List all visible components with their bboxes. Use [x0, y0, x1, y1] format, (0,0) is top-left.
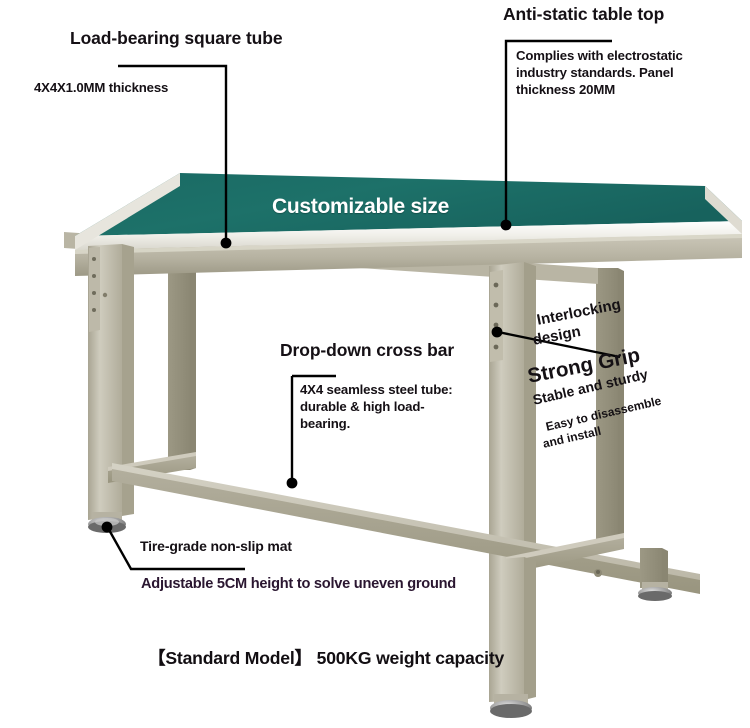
foot-front-right: [490, 694, 532, 718]
dot-interlocking: [491, 326, 503, 338]
callout-title-load-bearing: Load-bearing square tube: [70, 28, 283, 48]
leg-front-right: [489, 262, 536, 600]
leg-rear-right: [596, 268, 624, 548]
apron-front: [75, 234, 742, 276]
leader-load-bearing: [118, 64, 228, 243]
leg-front-right-lower: [489, 557, 536, 702]
callout-detail-load-bearing: 4X4X1.0MM thickness: [34, 80, 169, 95]
table-top-edge-front: [75, 221, 742, 250]
callout-detail-antistatic-line3: thickness 20MM: [516, 82, 616, 97]
callout-detail-adjustable: Adjustable 5CM height to solve uneven gr…: [141, 576, 456, 592]
leader-interlocking: [497, 330, 621, 359]
table-top: [75, 173, 742, 250]
callout-title-antistatic: Anti-static table top: [503, 4, 665, 24]
dot-mat: [101, 521, 113, 533]
leg-rear-left: [168, 243, 196, 470]
dot-antistatic: [500, 219, 512, 231]
leader-antistatic: [504, 39, 612, 225]
leader-crossbar: [290, 374, 336, 483]
table-top-edge-left: [75, 173, 180, 250]
leader-mat: [106, 527, 245, 571]
callout-detail-antistatic-line2: industry standards. Panel: [516, 65, 674, 80]
leg-front-left: [88, 244, 134, 520]
leg-rear-right-lower: [640, 548, 668, 588]
dot-load-bearing: [220, 237, 232, 249]
leg-bracket-left: [89, 247, 100, 332]
callout-detail-crossbar-line2: durable & high load-: [300, 399, 425, 414]
leader-dots: [101, 219, 512, 533]
callout-title-crossbar: Drop-down cross bar: [280, 340, 455, 360]
callout-title-mat: Tire-grade non-slip mat: [140, 538, 292, 554]
callout-detail-crossbar-line3: bearing.: [300, 416, 351, 431]
callout-detail-antistatic-line1: Complies with electrostatic: [516, 48, 683, 63]
table-top-surface: [75, 173, 742, 236]
leg-bracket-right: [490, 270, 503, 362]
table-top-edge-right: [705, 186, 742, 234]
footer-caption: 【Standard Model】 500KG weight capacity: [148, 648, 505, 668]
table-top-caption: Customizable size: [272, 195, 449, 218]
callout-detail-crossbar-line1: 4X4 seamless steel tube:: [300, 382, 453, 397]
dot-crossbar: [286, 477, 298, 489]
foot-rear-right: [638, 582, 672, 601]
leader-lines: [106, 39, 621, 571]
